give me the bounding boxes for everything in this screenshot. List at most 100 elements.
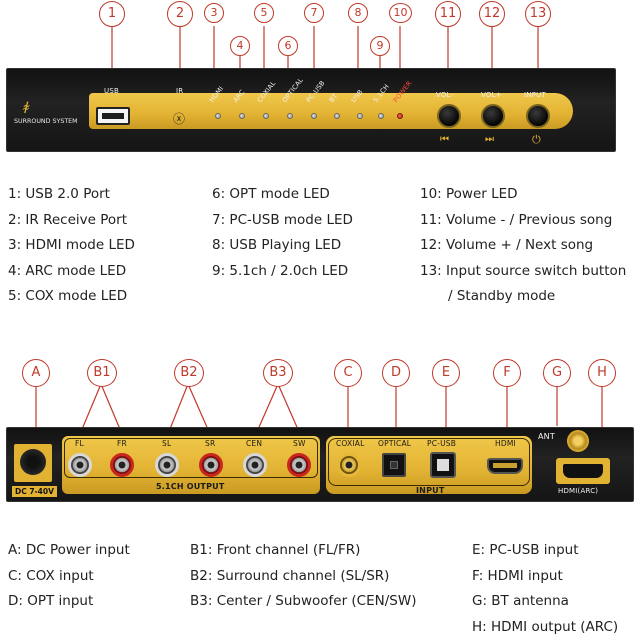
bt-antenna-connector[interactable] xyxy=(567,430,589,452)
callout-5: 5 xyxy=(254,3,274,23)
label-input-area: INPUT xyxy=(416,486,445,495)
callout-11: 11 xyxy=(435,1,461,27)
label-sr: SR xyxy=(205,439,216,448)
usb-port[interactable] xyxy=(96,107,130,125)
callout-g: G xyxy=(543,359,571,387)
legend-item: B2: Surround channel (SL/SR) xyxy=(190,567,390,584)
label-usb: USB xyxy=(104,87,119,95)
ir-receiver: ⓧ xyxy=(172,112,185,126)
rear-legend-col2: B1: Front channel (FL/FR) B2: Surround c… xyxy=(190,538,416,615)
label-51ch-output: 5.1CH OUTPUT xyxy=(156,482,225,491)
label-sw: SW xyxy=(293,439,306,448)
legend-item: B1: Front channel (FL/FR) xyxy=(190,542,361,558)
standby-icon: ⏻ xyxy=(532,133,541,146)
callout-a: A xyxy=(22,359,50,387)
input-frame xyxy=(328,438,530,486)
rca-cen-jack[interactable] xyxy=(243,453,267,477)
legend-item: 4: ARC mode LED xyxy=(8,262,127,279)
output-frame xyxy=(64,438,318,478)
callout-b3: B3 xyxy=(263,359,293,387)
label-dc: DC 7-40V xyxy=(12,486,57,497)
hdmi-pins xyxy=(493,463,517,468)
label-hdmi-in: HDMI xyxy=(495,439,516,448)
hdmi-arc-socket xyxy=(563,464,603,478)
callout-c: C xyxy=(334,359,362,387)
legend-item: 12: Volume + / Next song xyxy=(420,237,594,253)
label-fl: FL xyxy=(75,439,84,448)
led-coxial xyxy=(263,113,269,119)
label-pcusb-in: PC-USB xyxy=(427,439,457,448)
rca-fr-jack[interactable] xyxy=(110,453,134,477)
label-ir: IR xyxy=(176,87,184,95)
legend-item: A: DC Power input xyxy=(8,542,130,558)
legend-item: 10: Power LED xyxy=(420,186,518,202)
volume-up-button[interactable] xyxy=(481,104,505,128)
led-arc xyxy=(239,113,245,119)
next-icon: ⏭ xyxy=(485,134,494,145)
brand-mark: ꬸ xyxy=(22,99,28,117)
callout-1: 1 xyxy=(99,1,125,27)
callout-h: H xyxy=(588,359,616,387)
callout-b1: B1 xyxy=(87,359,117,387)
callout-2: 2 xyxy=(167,1,193,27)
legend-item: 11: Volume - / Previous song xyxy=(420,211,613,228)
callout-4: 4 xyxy=(230,36,250,56)
legend-item: 2: IR Receive Port xyxy=(8,211,127,228)
rca-fl-jack[interactable] xyxy=(68,453,92,477)
rca-sr-jack[interactable] xyxy=(199,453,223,477)
callout-13: 13 xyxy=(525,1,551,27)
rca-sl-jack[interactable] xyxy=(155,453,179,477)
hdmi-arc-output-port[interactable] xyxy=(556,458,610,484)
legend-item: H: HDMI output (ARC) xyxy=(472,618,619,635)
callout-12: 12 xyxy=(479,1,505,27)
label-vol-plus: VOL+ xyxy=(481,91,502,99)
legend-item: 5: COX mode LED xyxy=(8,288,128,304)
legend-item: F: HDMI input xyxy=(472,567,563,584)
previous-icon: ⏮ xyxy=(440,134,449,145)
label-optical-in: OPTICAL xyxy=(378,439,412,448)
legend-item: E: PC-USB input xyxy=(472,542,579,558)
led-usb xyxy=(357,113,363,119)
callout-e: E xyxy=(432,359,460,387)
legend-item: 7: PC-USB mode LED xyxy=(212,211,353,228)
coaxial-input-jack[interactable] xyxy=(337,453,361,477)
dc-jack-socket xyxy=(20,449,46,475)
callout-8: 8 xyxy=(348,3,368,23)
legend-item: 8: USB Playing LED xyxy=(212,237,342,253)
legend-item: D: OPT input xyxy=(8,593,94,609)
legend-item: C: COX input xyxy=(8,567,94,584)
callout-9: 9 xyxy=(370,36,390,56)
led-pcusb xyxy=(311,113,317,119)
optical-input-port[interactable] xyxy=(382,453,406,477)
brand-text: SURROUND SYSTEM xyxy=(14,118,78,125)
input-button[interactable] xyxy=(526,104,550,128)
label-sl: SL xyxy=(162,439,172,448)
front-legend-col3: 10: Power LED 11: Volume - / Previous so… xyxy=(420,182,626,310)
front-legend-col1: 1: USB 2.0 Port 2: IR Receive Port 3: HD… xyxy=(8,182,135,310)
label-coxial-in: COXIAL xyxy=(336,439,365,448)
pc-usb-input-port[interactable] xyxy=(430,452,456,478)
callout-3: 3 xyxy=(204,3,224,23)
callout-6: 6 xyxy=(278,36,298,56)
led-power xyxy=(397,113,403,119)
legend-item: G: BT antenna xyxy=(472,593,569,609)
hdmi-input-port[interactable] xyxy=(487,458,523,474)
legend-item: 9: 5.1ch / 2.0ch LED xyxy=(212,262,349,279)
rca-sw-jack[interactable] xyxy=(287,453,311,477)
led-hdmi xyxy=(215,113,221,119)
label-input: INPUT xyxy=(524,91,546,99)
dc-power-jack[interactable] xyxy=(14,444,52,482)
label-fr: FR xyxy=(117,439,127,448)
usb-b-insert xyxy=(437,459,449,471)
label-vol-minus: VOL- xyxy=(436,91,454,99)
rear-legend-col1: A: DC Power input C: COX input D: OPT in… xyxy=(8,538,130,615)
volume-down-button[interactable] xyxy=(437,104,461,128)
rear-legend-col3: E: PC-USB input F: HDMI input G: BT ante… xyxy=(472,538,618,637)
legend-item: 3: HDMI mode LED xyxy=(8,237,135,253)
callout-10: 10 xyxy=(389,3,412,23)
usb-port-slot xyxy=(102,113,124,119)
output-gold-area xyxy=(62,436,320,494)
callout-b2: B2 xyxy=(174,359,204,387)
callout-7: 7 xyxy=(304,3,324,23)
led-optical xyxy=(287,113,293,119)
